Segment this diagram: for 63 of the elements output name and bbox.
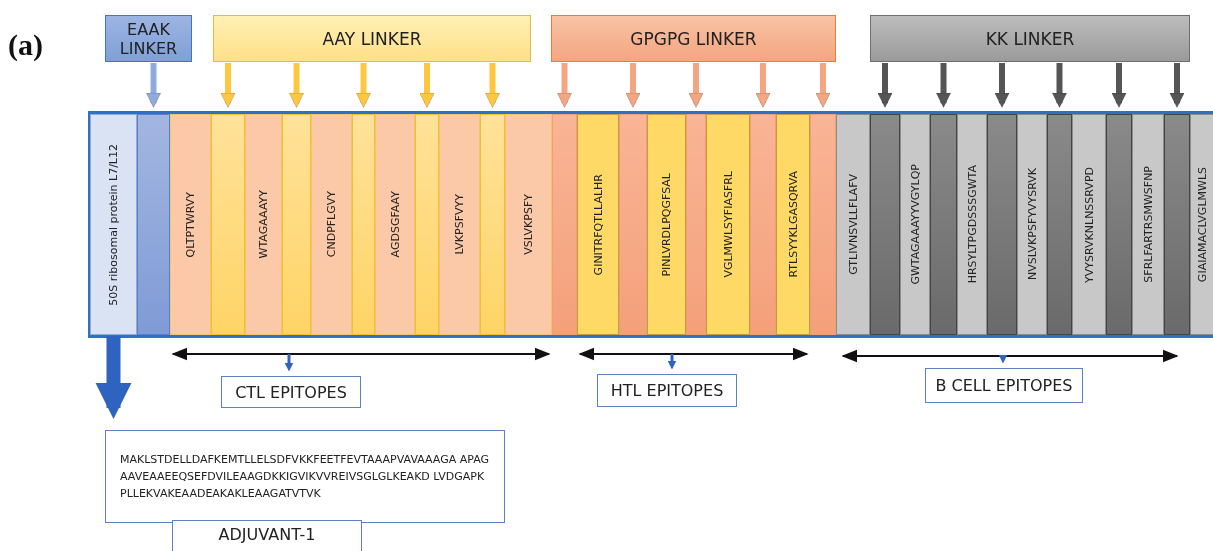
linker-segment (810, 114, 836, 335)
epitope-group-label: CTL EPITOPES (221, 376, 361, 408)
arrow (994, 63, 1010, 108)
linker-segment (211, 114, 245, 335)
sequence-box: MAKLSTDELLDAFKEMTLLELSDFVKKFEETFEVTAAAPVAVAAAGA APAGAAVEAAEEQSEFDVILEAAGDKKIGVIKVVREIVSGLGLKEAKD LVDGAPKPLLEKVAKEAADEAKAKLEAAGATVTVK (105, 430, 505, 523)
protein-segment: 50S ribosomal protein L7/L12 (90, 114, 137, 335)
epitope-segment: LVKPSFVYY (439, 114, 480, 335)
arrow (484, 63, 501, 108)
linker-segment (137, 114, 170, 335)
linker-segment (870, 114, 900, 335)
epitope-segment: WTAGAAAYY (245, 114, 282, 335)
epitope-segment: QLTPTWRVY (170, 114, 211, 335)
epitope-segment: VSLVKPSFY (505, 114, 552, 335)
epitope-segment: VGLMWLSYFIASFRL (706, 114, 750, 335)
linker-box: GPGPG LINKER (551, 15, 836, 62)
arrow (355, 63, 372, 108)
arrow (220, 63, 236, 108)
arrow (1169, 63, 1185, 108)
arrow (815, 63, 831, 108)
arrow (688, 63, 704, 108)
linker-box: KK LINKER (870, 15, 1190, 62)
linker-segment (750, 114, 776, 335)
linker-segment (480, 114, 505, 335)
epitope-segment: SFRLFARTRSMWSFNP (1132, 114, 1164, 335)
epitope-segment: RTLSYYKLGASQRVA (776, 114, 810, 335)
epitope-group-label: B CELL EPITOPES (925, 368, 1083, 403)
epitope-segment: PINLVRDLPQGFSAL (647, 114, 686, 335)
arrow (419, 63, 435, 108)
linker-box: AAY LINKER (213, 15, 531, 62)
arrow (1051, 63, 1068, 108)
epitope-segment: GINITRFQTLLALHR (577, 114, 619, 335)
arrow (556, 63, 573, 108)
epitope-segment: NVSLVKPSFYVYSRVK (1017, 114, 1047, 335)
linker-segment (930, 114, 957, 335)
epitope-segment: YVYSRVKNLNSSRVPD (1072, 114, 1106, 335)
epitope-segment: CNDPFLGVY (311, 114, 352, 335)
linker-segment (1106, 114, 1132, 335)
linker-segment (619, 114, 647, 335)
arrow (145, 63, 162, 108)
arrow (935, 63, 952, 108)
arrow (1111, 63, 1127, 108)
epitope-segment: GIAIAMACLVGLMWLS (1190, 114, 1213, 335)
adjuvant-label-box: ADJUVANT-1 (172, 520, 362, 551)
epitope-segment: AGDSGFAAY (375, 114, 415, 335)
linker-segment (415, 114, 439, 335)
arrow (877, 63, 893, 108)
linker-segment (1047, 114, 1072, 335)
linker-segment (987, 114, 1017, 335)
epitope-segment: GTLIVNSVLLFLAFV (836, 114, 870, 335)
linker-segment (686, 114, 706, 335)
epitope-segment: GWTAGAAAYYVGYLQP (900, 114, 930, 335)
linker-segment (1164, 114, 1190, 335)
linker-segment (282, 114, 311, 335)
panel-label: (a) (8, 28, 43, 62)
arrow (755, 63, 771, 108)
arrow (625, 63, 641, 108)
epitope-segment: HRSYLTPGDSSSGWTA (957, 114, 987, 335)
epitope-group-label: HTL EPITOPES (597, 374, 737, 407)
arrow (288, 63, 305, 108)
linker-segment (552, 114, 577, 335)
linker-segment (352, 114, 375, 335)
arrow (95, 336, 132, 419)
linker-box: EAAK LINKER (105, 15, 192, 62)
